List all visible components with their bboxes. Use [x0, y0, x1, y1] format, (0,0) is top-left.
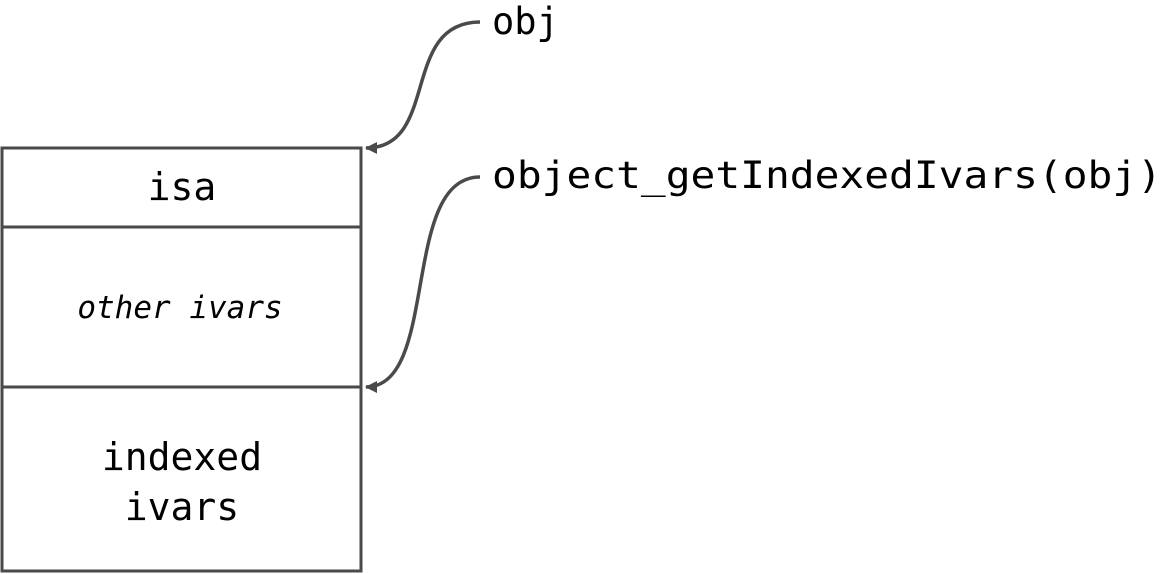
memory-block-outline	[0, 146, 363, 573]
indexed-ivars-cell-label-line2: ivars	[125, 485, 239, 529]
indexed-ivars-pointer-label: object_getIndexedIvars(obj)	[492, 154, 1162, 198]
pointer-arrows	[365, 20, 481, 393]
obj-pointer-label: obj	[492, 0, 559, 43]
obj-pointer-arrow	[365, 20, 481, 154]
isa-cell-label: isa	[148, 165, 217, 209]
memory-block: isa other ivars indexed ivars	[0, 146, 363, 573]
other-ivars-cell-label: other ivars	[77, 290, 282, 326]
indexed-ivars-cell-label-line1: indexed	[102, 435, 262, 479]
indexed-ivars-pointer-arrow	[365, 175, 481, 393]
